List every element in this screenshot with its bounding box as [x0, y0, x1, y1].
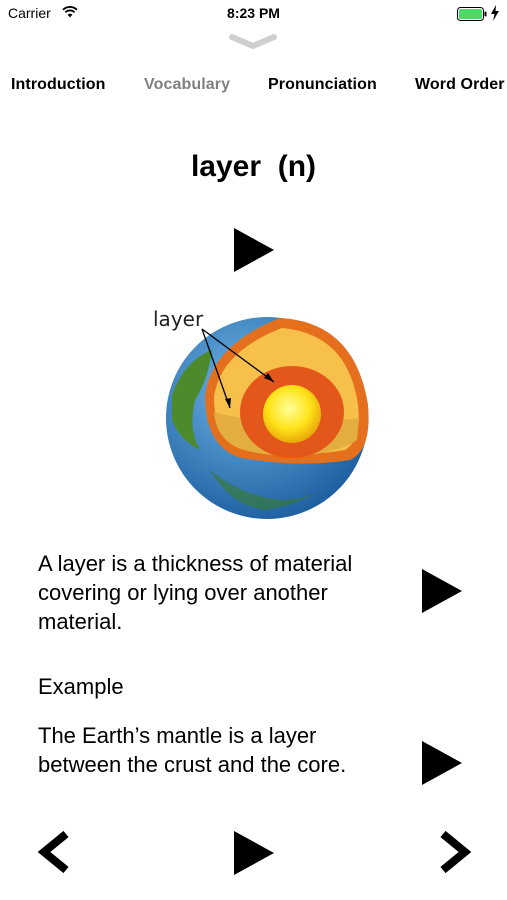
- play-icon: [422, 569, 462, 613]
- definition-text: A layer is a thickness of material cover…: [38, 551, 353, 634]
- chevron-left-icon: [37, 830, 69, 874]
- tab-word-order[interactable]: Word Order: [415, 76, 505, 93]
- wifi-icon: [62, 6, 78, 18]
- play-icon: [234, 831, 274, 875]
- battery-icon: [457, 7, 487, 21]
- example-sentence: The Earth’s mantle is a layer between th…: [38, 723, 347, 777]
- chevron-down-icon[interactable]: [229, 34, 277, 50]
- tab-pronunciation[interactable]: Pronunciation: [268, 76, 377, 93]
- play-icon: [234, 228, 274, 272]
- status-time: 8:23 PM: [227, 5, 280, 21]
- status-bar: Carrier 8:23 PM: [0, 0, 507, 30]
- play-all-button[interactable]: [233, 830, 275, 876]
- charging-bolt-icon: [491, 5, 499, 21]
- carrier-label: Carrier: [8, 5, 51, 21]
- vocabulary-word-title: layer (n): [190, 150, 317, 183]
- tab-vocabulary[interactable]: Vocabulary: [144, 76, 231, 93]
- previous-button[interactable]: [36, 830, 72, 874]
- earth-layers-illustration: layer: [153, 307, 369, 519]
- play-icon: [422, 741, 462, 785]
- play-example-button[interactable]: [421, 740, 463, 786]
- next-button[interactable]: [437, 830, 473, 874]
- illustration-label: layer: [153, 307, 204, 331]
- tab-introduction[interactable]: Introduction: [11, 76, 106, 93]
- play-word-button[interactable]: [233, 227, 275, 273]
- example-heading: Example: [38, 674, 124, 699]
- tab-bar: Introduction Vocabulary Pronunciation Wo…: [0, 76, 507, 100]
- chevron-right-icon: [440, 830, 472, 874]
- play-definition-button[interactable]: [421, 568, 463, 614]
